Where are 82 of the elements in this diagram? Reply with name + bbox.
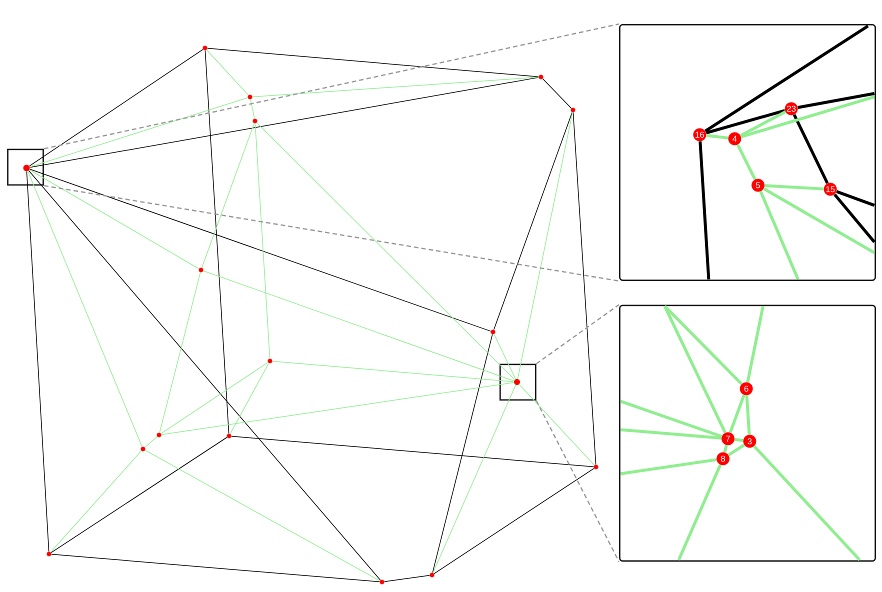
graph-edge bbox=[493, 112, 573, 330]
graph-edge bbox=[704, 24, 869, 132]
graph-edge bbox=[50, 437, 228, 553]
graph-edge bbox=[161, 382, 514, 436]
graph-edge bbox=[159, 272, 201, 433]
graph-edge bbox=[256, 122, 516, 380]
graph-edge bbox=[734, 438, 744, 442]
graph-edge bbox=[30, 77, 539, 168]
graph-edge bbox=[836, 190, 875, 207]
graph-edge bbox=[798, 92, 875, 109]
numbered-vertex: 4 bbox=[728, 132, 742, 146]
graph-edge bbox=[144, 436, 158, 448]
graph-edge bbox=[27, 170, 142, 448]
graph-edge bbox=[736, 144, 756, 180]
graph-edge bbox=[29, 169, 200, 270]
zoom-region-box bbox=[499, 364, 536, 401]
graph-edge bbox=[252, 76, 539, 98]
graph-edge bbox=[728, 394, 746, 433]
zoom-leader-line bbox=[44, 23, 620, 150]
graph-edge bbox=[29, 97, 248, 168]
graph-edge bbox=[620, 428, 722, 440]
graph-edge bbox=[740, 95, 875, 138]
zoom-leader-line bbox=[536, 304, 620, 364]
graph-edge bbox=[664, 305, 743, 385]
graph-edge bbox=[207, 48, 539, 78]
graph-edge bbox=[759, 190, 800, 280]
graph-edge bbox=[250, 99, 255, 119]
zoom-leader-line bbox=[44, 185, 620, 282]
graph-edge bbox=[206, 49, 249, 96]
graph-edge bbox=[434, 468, 594, 574]
graph-edge bbox=[620, 458, 717, 476]
graph-edge bbox=[572, 112, 596, 465]
graph-edge bbox=[144, 450, 380, 582]
numbered-vertex: 8 bbox=[716, 452, 730, 466]
graph-edge bbox=[740, 110, 786, 137]
graph-edge bbox=[384, 574, 430, 582]
graph-edge bbox=[29, 49, 204, 166]
graph-edge bbox=[706, 109, 786, 134]
graph-edge bbox=[728, 444, 745, 456]
graph-edge bbox=[254, 123, 270, 359]
graph-edge bbox=[432, 384, 516, 574]
graph-edge bbox=[230, 362, 270, 434]
graph-edge bbox=[542, 78, 572, 109]
inset-panel bbox=[619, 24, 876, 281]
numbered-vertex: 5 bbox=[752, 178, 764, 192]
graph-edge bbox=[620, 400, 722, 438]
graph-edge bbox=[663, 306, 726, 434]
numbered-vertex: 6 bbox=[740, 382, 753, 396]
graph-edge bbox=[833, 193, 876, 243]
graph-edge bbox=[29, 168, 492, 332]
numbered-vertex: 15 bbox=[824, 182, 837, 196]
graph-edge bbox=[677, 464, 722, 561]
graph-edge bbox=[160, 362, 268, 434]
inset-panel bbox=[619, 304, 876, 562]
numbered-vertex: 23 bbox=[784, 102, 798, 116]
graph-edge bbox=[745, 395, 751, 435]
graph-edge bbox=[746, 306, 764, 382]
graph-edge bbox=[698, 141, 710, 280]
graph-edge bbox=[753, 445, 861, 562]
graph-edge bbox=[26, 171, 50, 552]
graph-edge bbox=[494, 334, 516, 380]
graph-edge bbox=[706, 134, 728, 140]
graph-edge bbox=[201, 122, 255, 268]
graph-edge bbox=[763, 187, 876, 254]
graph-edge bbox=[50, 450, 142, 553]
graph-edge bbox=[28, 170, 381, 580]
zoom-region-box bbox=[7, 148, 44, 186]
numbered-vertex: 7 bbox=[722, 432, 734, 446]
graph-edge bbox=[723, 444, 728, 453]
graph-edge bbox=[764, 184, 824, 190]
graph-edge bbox=[204, 50, 230, 434]
zoom-leader-line bbox=[536, 400, 620, 562]
graph-edge bbox=[518, 384, 595, 466]
graph-edge bbox=[432, 334, 493, 573]
graph-edge bbox=[231, 436, 594, 468]
numbered-vertex: 16 bbox=[693, 128, 706, 142]
graph-edge bbox=[202, 270, 514, 382]
graph-edge bbox=[51, 554, 380, 582]
numbered-vertex: 3 bbox=[743, 434, 756, 448]
graph-edge bbox=[517, 112, 573, 380]
graph-edge bbox=[272, 360, 514, 382]
graph-edge bbox=[792, 114, 829, 184]
